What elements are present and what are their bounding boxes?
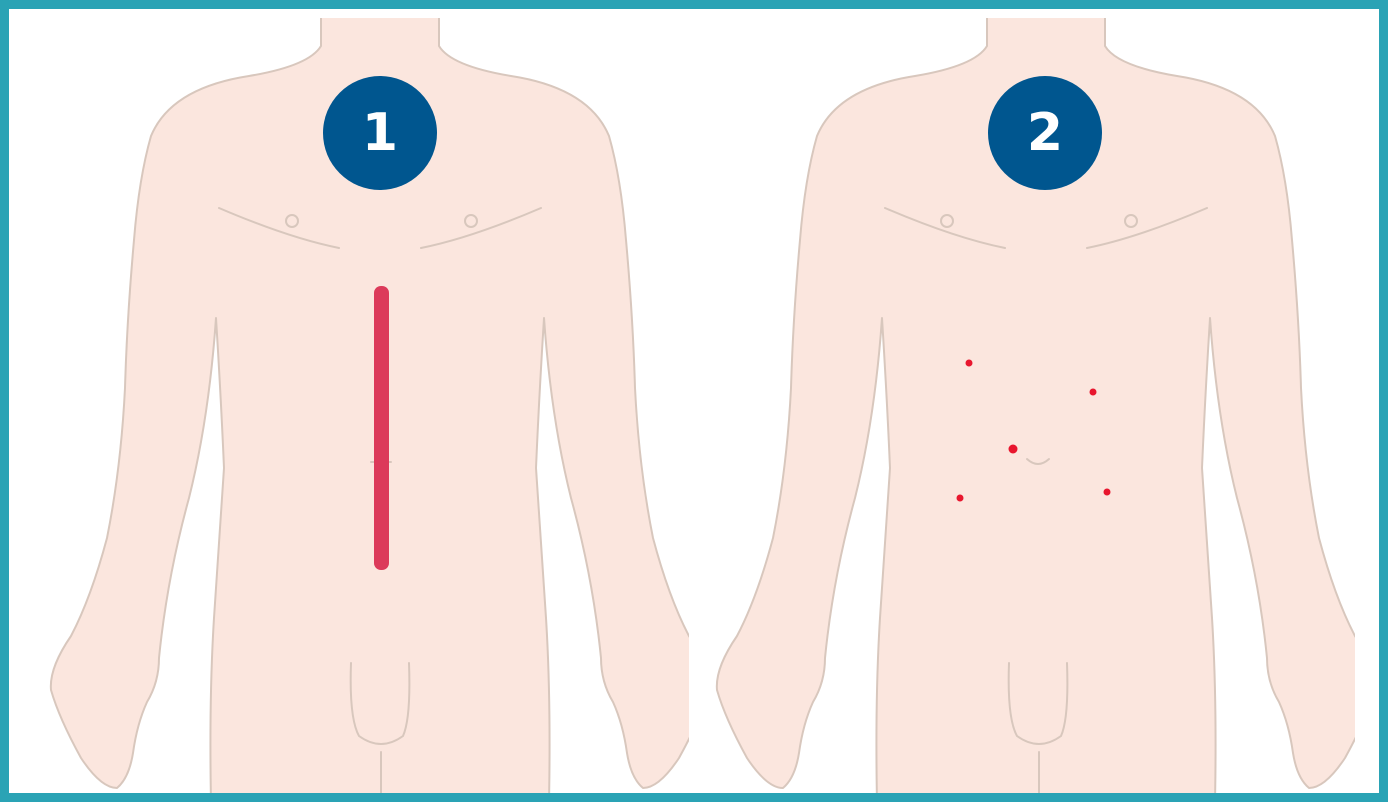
incision-port-upper-left [966,360,973,367]
panel-open-surgery: 1 [9,18,689,802]
step-number-badge-1: 1 [323,76,437,190]
panel-laparoscopic-surgery: 2 [675,18,1355,802]
incision-port-lower-right [1104,489,1111,496]
incision-port-upper-right [1090,389,1097,396]
step-number-badge-2: 2 [988,76,1102,190]
incision-midline [374,286,389,570]
incision-port-lower-left [957,495,964,502]
incision-port-umbilical [1009,445,1018,454]
